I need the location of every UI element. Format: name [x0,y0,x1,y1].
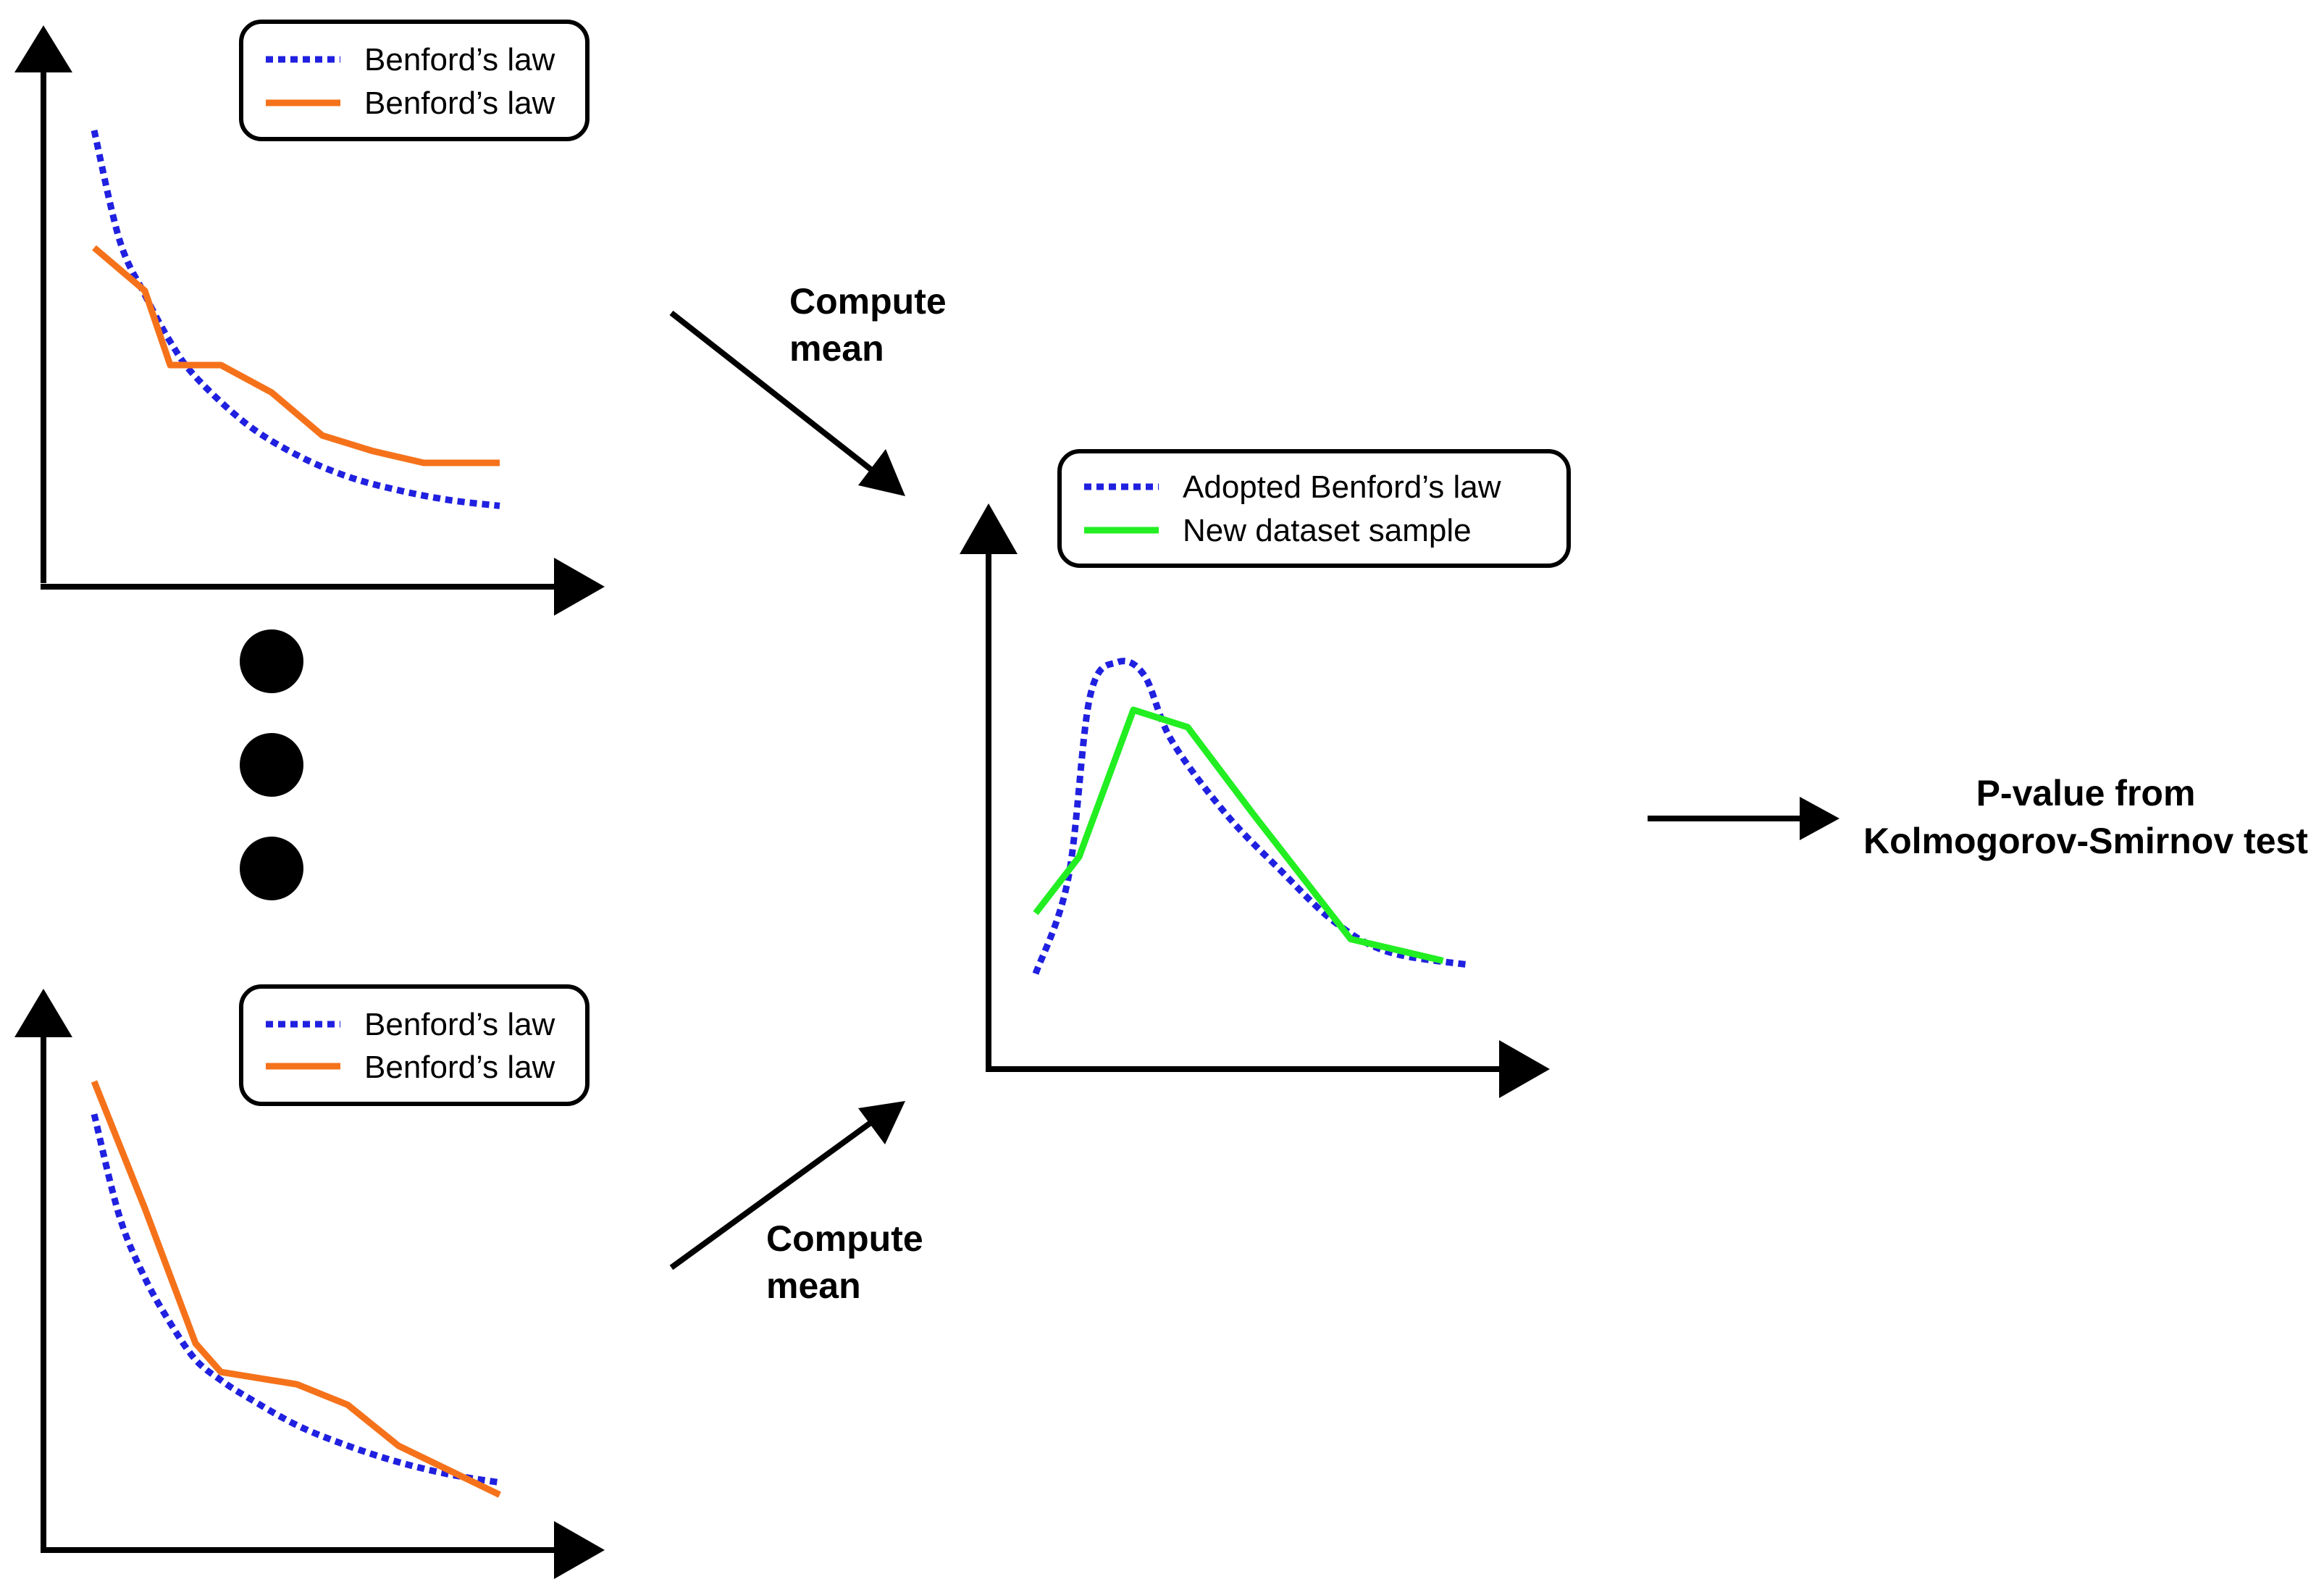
compute-mean-bottom: Compute mean [669,1101,923,1306]
compute-mean-bottom-arrowhead [858,1101,905,1144]
bottom-sample-curve [91,1080,501,1498]
result-new-sample-curve [1033,706,1444,964]
top-legend-label-1: Benford’s law [364,42,555,78]
result-legend-label-2: New dataset sample [1183,513,1472,548]
bottom-legend-label-2: Benford’s law [364,1050,555,1085]
compute-mean-bottom-label-line2: mean [766,1265,861,1306]
pvalue-label-line1: P-value from [1976,773,2196,813]
top-plot-y-axis [14,25,72,583]
compute-mean-bottom-arrow [669,1118,875,1270]
compute-mean-bottom-label-line1: Compute [766,1218,923,1259]
result-plot: Adopted Benford’s law New dataset sample [960,449,1571,1098]
bottom-legend: Benford’s law Benford’s law [239,984,590,1106]
compute-mean-top-label-line1: Compute [789,281,947,322]
ellipsis-dot-1 [240,629,303,693]
top-benford-curve [91,129,500,509]
bottom-plot-x-axis [41,1521,605,1579]
top-legend-label-2: Benford’s law [364,85,555,121]
result-legend: Adopted Benford’s law New dataset sample [1057,449,1571,568]
pvalue-step: P-value from Kolmogorov-Smirnov test [1648,773,2308,861]
result-plot-x-axis [986,1040,1550,1098]
ellipsis-dots [240,629,303,900]
top-plot-x-axis [41,558,605,616]
pvalue-arrowhead [1800,797,1840,840]
compute-mean-top-label-line2: mean [789,328,884,369]
bottom-benford-curve [91,1113,500,1486]
compute-mean-top-arrowhead [858,449,905,496]
result-legend-label-1: Adopted Benford’s law [1183,469,1501,505]
top-sample-curve [92,245,500,466]
bottom-plot: Benford’s law Benford’s law [14,984,605,1579]
top-plot: Benford’s law Benford’s law [14,20,605,616]
compute-mean-top-arrow [669,310,875,474]
compute-mean-top: Compute mean [669,281,947,496]
pvalue-label-line2: Kolmogorov-Smirnov test [1863,821,2308,861]
bottom-plot-y-axis [14,989,72,1550]
bottom-legend-label-1: Benford’s law [364,1007,555,1042]
top-legend: Benford’s law Benford’s law [239,20,590,141]
ellipsis-dot-3 [240,837,303,900]
ellipsis-dot-2 [240,733,303,797]
result-plot-y-axis [960,503,1018,1069]
